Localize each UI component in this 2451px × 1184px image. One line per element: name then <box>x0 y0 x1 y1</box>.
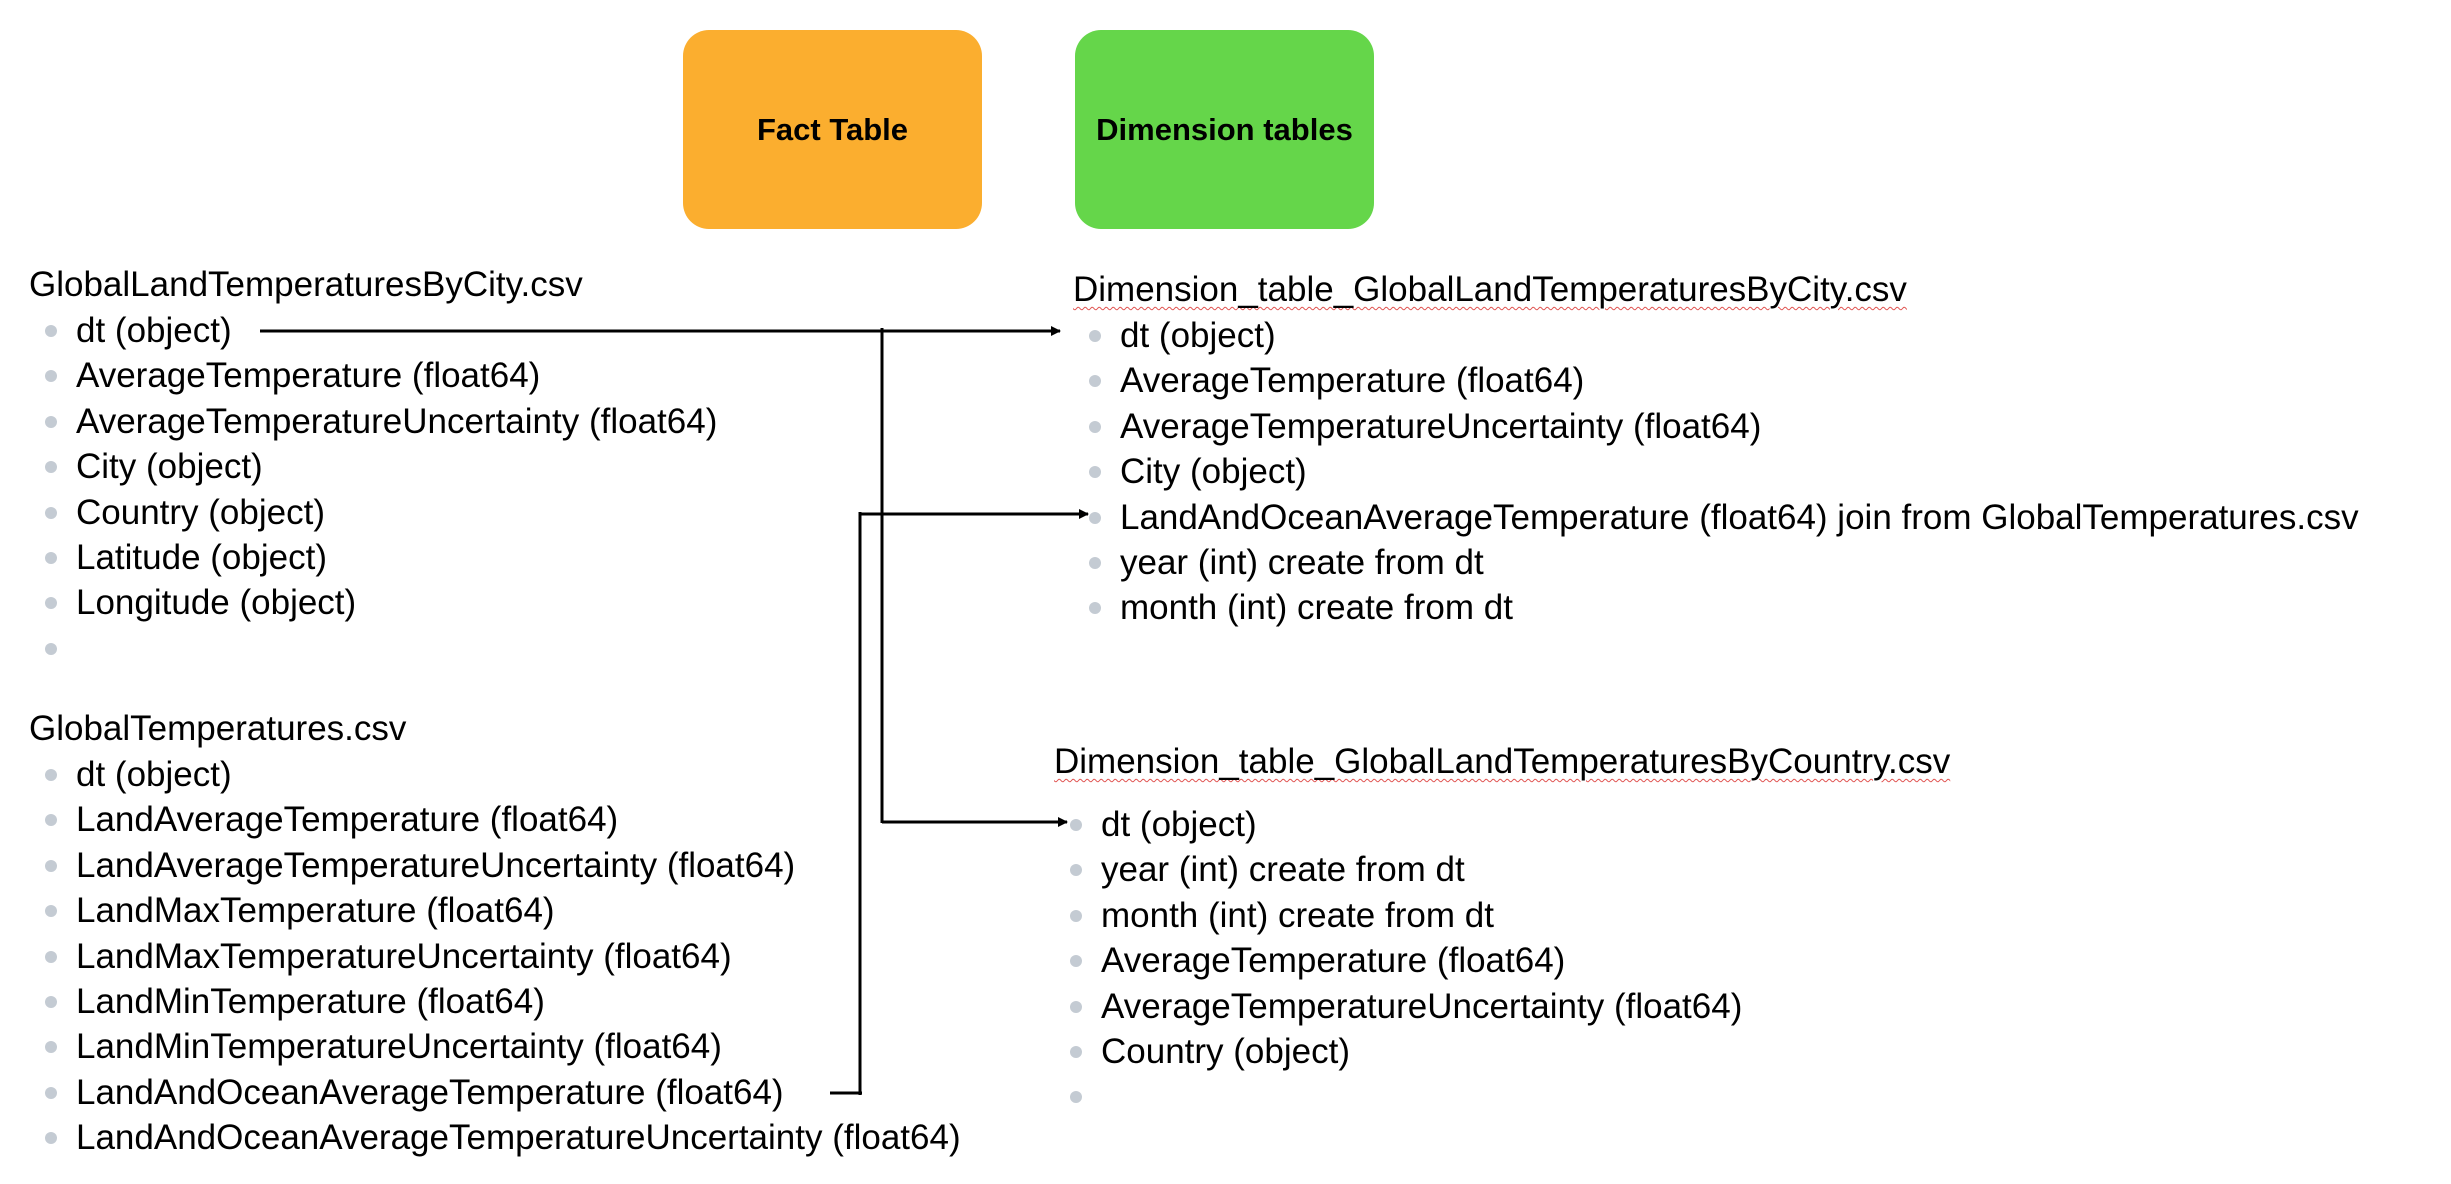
bullet-icon <box>1070 1045 1082 1058</box>
dimension-country-table: Dimension_table_GlobalLandTemperaturesBy… <box>1054 740 1950 1120</box>
field-item: LandAndOceanAverageTemperature (float64)… <box>1073 495 2359 540</box>
source-global-title: GlobalTemperatures.csv <box>29 709 407 748</box>
fact-table-box: Fact Table <box>683 30 982 229</box>
field-item: LandAndOceanAverageTemperatureUncertaint… <box>29 1115 961 1160</box>
bullet-icon <box>1070 1000 1082 1013</box>
field-item: LandMaxTemperatureUncertainty (float64) <box>29 934 961 979</box>
field-item: Country (object) <box>29 490 717 535</box>
bullet-icon <box>45 325 57 337</box>
field-item: City (object) <box>1073 449 2359 494</box>
bullet-icon <box>45 551 57 564</box>
field-item: AverageTemperatureUncertainty (float64) <box>1073 404 2359 449</box>
bullet-icon <box>1089 556 1101 569</box>
field-item: AverageTemperatureUncertainty (float64) <box>1054 984 1950 1029</box>
field-item: month (int) create from dt <box>1073 585 2359 630</box>
bullet-icon <box>45 642 57 655</box>
bullet-icon <box>1070 819 1082 831</box>
bullet-icon <box>45 859 57 872</box>
bullet-icon <box>1070 909 1082 922</box>
source-city-table: GlobalLandTemperaturesByCity.csv dt (obj… <box>29 263 717 671</box>
field-item: LandMinTemperatureUncertainty (float64) <box>29 1024 961 1069</box>
field-item: dt (object) <box>29 752 961 797</box>
bullet-icon <box>1070 864 1082 877</box>
bullet-icon <box>45 1041 57 1054</box>
bullet-icon <box>1070 1091 1082 1104</box>
field-item: LandAndOceanAverageTemperature (float64) <box>29 1070 961 1115</box>
field-item: month (int) create from dt <box>1054 893 1950 938</box>
dimension-tables-box: Dimension tables <box>1075 30 1374 229</box>
bullet-icon <box>45 905 57 918</box>
field-item: dt (object) <box>29 308 717 353</box>
bullet-icon <box>1089 375 1101 388</box>
source-city-fields: dt (object) AverageTemperature (float64)… <box>29 308 717 671</box>
field-item: dt (object) <box>1054 802 1950 847</box>
fact-table-label: Fact Table <box>756 111 909 147</box>
field-item: year (int) create from dt <box>1073 540 2359 585</box>
bullet-icon <box>45 1086 57 1099</box>
source-global-fields: dt (object) LandAverageTemperature (floa… <box>29 752 961 1161</box>
field-item: AverageTemperatureUncertainty (float64) <box>29 399 717 444</box>
field-item: LandMaxTemperature (float64) <box>29 888 961 933</box>
field-item: LandMinTemperature (float64) <box>29 979 961 1024</box>
bullet-icon <box>45 950 57 963</box>
bullet-icon <box>45 769 57 781</box>
dimension-country-fields: dt (object) year (int) create from dt mo… <box>1054 802 1950 1120</box>
field-item: LandAverageTemperatureUncertainty (float… <box>29 843 961 888</box>
dimension-country-title: Dimension_table_GlobalLandTemperaturesBy… <box>1054 742 1951 781</box>
bullet-icon <box>1089 420 1101 433</box>
bullet-icon <box>45 415 57 428</box>
field-item: AverageTemperature (float64) <box>1054 938 1950 983</box>
bullet-icon <box>45 461 57 474</box>
bullet-icon <box>45 814 57 827</box>
dimension-city-fields: dt (object) AverageTemperature (float64)… <box>1073 313 2359 631</box>
field-item: Latitude (object) <box>29 535 717 580</box>
field-item: Longitude (object) <box>29 580 717 625</box>
field-item-empty <box>1054 1074 1950 1119</box>
bullet-icon <box>45 995 57 1008</box>
bullet-icon <box>45 370 57 383</box>
bullet-icon <box>45 1132 57 1145</box>
field-item: LandAverageTemperature (float64) <box>29 797 961 842</box>
dimension-tables-label: Dimension tables <box>1096 111 1353 147</box>
bullet-icon <box>1089 466 1101 479</box>
field-item: AverageTemperature (float64) <box>29 353 717 398</box>
bullet-icon <box>1089 330 1101 342</box>
field-item: Country (object) <box>1054 1029 1950 1074</box>
bullet-icon <box>1089 602 1101 615</box>
dimension-city-table: Dimension_table_GlobalLandTemperaturesBy… <box>1073 268 2359 631</box>
source-global-table: GlobalTemperatures.csv dt (object) LandA… <box>29 707 961 1161</box>
field-item: year (int) create from dt <box>1054 847 1950 892</box>
field-item: AverageTemperature (float64) <box>1073 358 2359 403</box>
source-city-title: GlobalLandTemperaturesByCity.csv <box>29 265 583 304</box>
bullet-icon <box>45 506 57 519</box>
field-item-empty <box>29 626 717 671</box>
field-item: City (object) <box>29 444 717 489</box>
dimension-city-title: Dimension_table_GlobalLandTemperaturesBy… <box>1073 270 1907 309</box>
bullet-icon <box>1070 955 1082 968</box>
field-item: dt (object) <box>1073 313 2359 358</box>
bullet-icon <box>1089 511 1101 524</box>
bullet-icon <box>45 597 57 610</box>
